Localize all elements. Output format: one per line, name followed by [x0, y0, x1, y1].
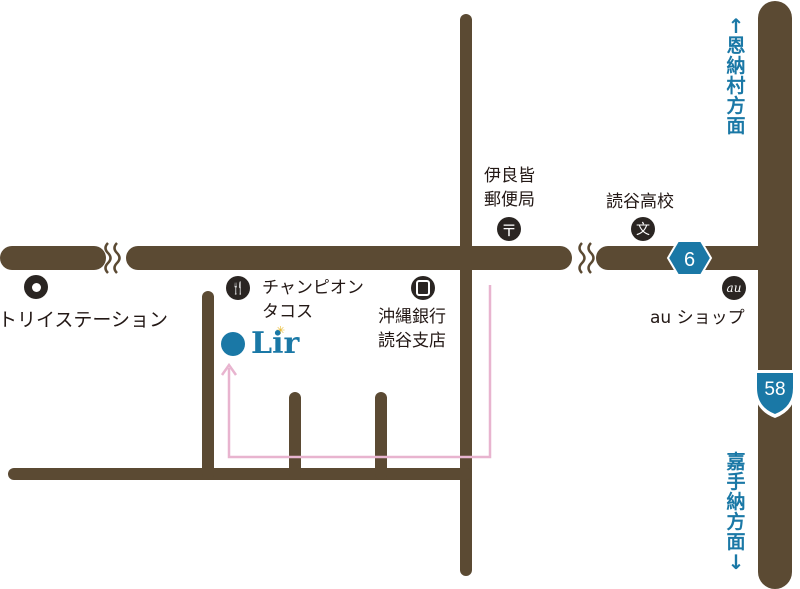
road-break-marks	[104, 242, 595, 274]
road-break-right-2	[587, 242, 595, 274]
road-break-left-2	[113, 242, 121, 274]
au-shop-icon: au	[722, 276, 746, 300]
arrow-down-icon: ↓	[727, 550, 745, 574]
post-office-icon: 〒	[497, 217, 521, 241]
route-58-shield-icon: 58	[754, 370, 796, 418]
restaurant-icon: 🍴	[226, 276, 250, 300]
lir-logo-text: Lir	[251, 326, 300, 361]
lir-logo-sparkle: ✳	[276, 324, 286, 337]
tacos-label-line1: チャンピオン	[262, 278, 364, 298]
bank-label-line2: 読谷支店	[378, 331, 446, 351]
station-icon	[24, 275, 48, 299]
school-label: 読谷高校	[606, 192, 674, 212]
route-6-number: 6	[684, 249, 695, 271]
road-break-left	[104, 242, 112, 274]
school-icon: 文	[631, 217, 655, 241]
lir-logo-icon	[221, 332, 245, 356]
station-label: トリイステーション	[0, 309, 169, 331]
to-kadena-label: 嘉手納方面	[726, 451, 746, 553]
road-break-right	[578, 242, 586, 274]
arrow-up-icon: ↑	[727, 14, 745, 38]
route-58-number: 58	[764, 379, 785, 400]
to-kadena-direction: 嘉手納方面 ↓	[724, 452, 748, 572]
guide-route	[227, 285, 492, 459]
guide-route-arrowhead	[220, 362, 238, 376]
to-onna-label: 恩納村方面	[726, 35, 746, 137]
au-shop-label: au ショップ	[650, 308, 745, 328]
post-office-label-line1: 伊良皆	[484, 166, 535, 186]
to-onna-direction: ↑ 恩納村方面	[724, 16, 748, 136]
route-6-shield-icon: 6	[666, 240, 713, 276]
bank-icon	[411, 276, 435, 300]
tacos-label-line2: タコス	[262, 302, 313, 322]
post-office-label-line2: 郵便局	[484, 190, 535, 210]
bank-label-line1: 沖縄銀行	[378, 307, 446, 327]
